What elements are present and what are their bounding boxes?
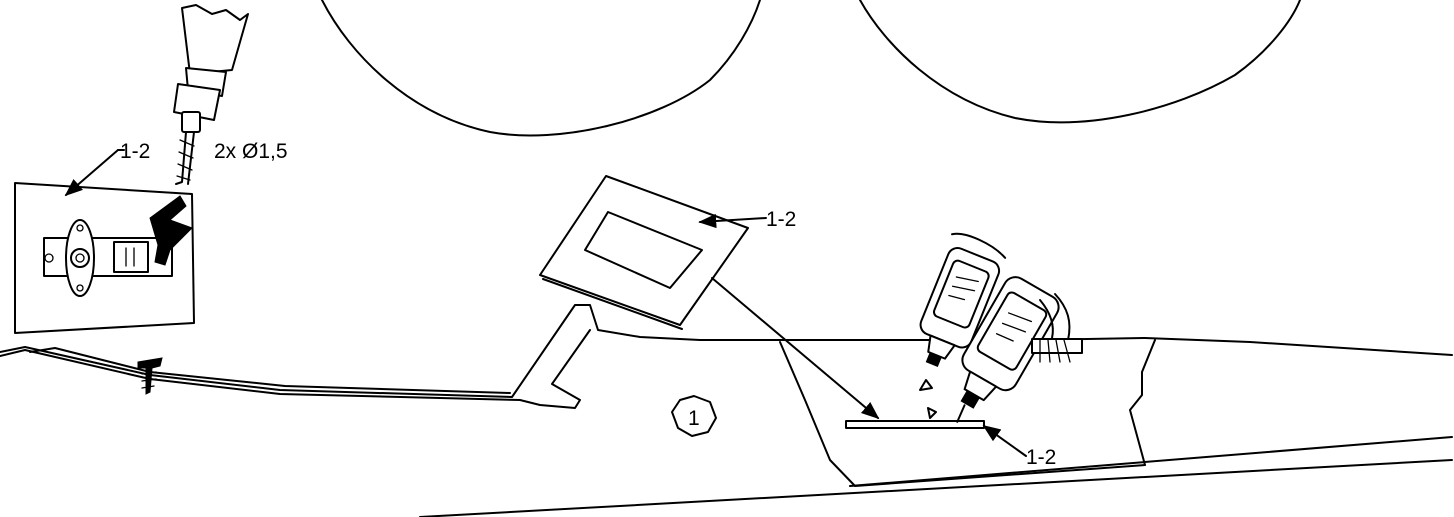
leader-frame-to-plate <box>711 277 880 420</box>
glue-bottle-icon <box>919 232 1083 423</box>
fuselage-outline <box>0 304 1453 517</box>
drill-note-text: 2x Ø1,5 <box>214 140 288 163</box>
canopy-frame <box>539 175 749 330</box>
label-servo-ref: 1-2 <box>64 140 150 197</box>
flat-plate <box>845 420 985 429</box>
screw-icon <box>137 357 163 395</box>
wheel-right <box>859 0 1301 124</box>
frame-ref-text: 1-2 <box>766 208 796 231</box>
servo-sheet <box>14 182 195 334</box>
step-number-badge: 1 <box>671 395 717 437</box>
servo-ref-text: 1-2 <box>120 140 150 163</box>
plate-ref-text: 1-2 <box>1026 446 1056 469</box>
drill-tip-arrow-icon <box>149 195 193 266</box>
step-number-text: 1 <box>688 407 700 430</box>
label-frame-ref: 1-2 <box>698 208 796 231</box>
servo-icon <box>43 219 173 297</box>
drill-icon <box>173 4 249 185</box>
wheel-left <box>321 0 761 137</box>
label-plate-ref: 1-2 <box>982 424 1056 469</box>
